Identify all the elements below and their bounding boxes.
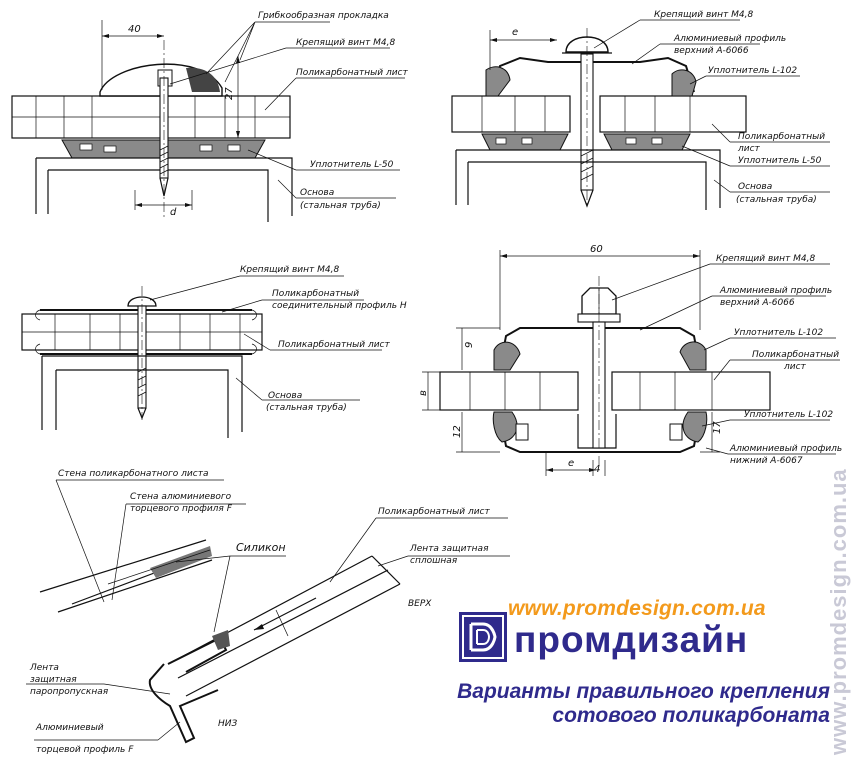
fig2-dim-e: e: [512, 27, 518, 38]
fig3-h-profile-detail: Крепящий винт М4,8 Поликарбонатный соеди…: [21, 265, 407, 438]
fig4-dim-17: 17: [712, 421, 723, 434]
fig2-label-seal-lower: Уплотнитель L-50: [738, 156, 822, 166]
fig4-label-lower-profile-code: нижний А-6067: [730, 456, 803, 466]
fig3-label-polycarbonate: Поликарбонатный: [272, 289, 359, 299]
fig4-dim-4: 4: [594, 464, 600, 475]
fig4-dim-width: 60: [590, 244, 603, 255]
fig4-label-upper-profile: Алюминиевый профиль: [719, 286, 832, 296]
fig4-label-seal-lower: Уплотнитель L-102: [744, 410, 833, 420]
fig5-label-bottom: НИЗ: [218, 719, 238, 729]
side-watermark-url: www.promdesign.com.ua: [826, 468, 851, 755]
fig5-label-solid-tape-2: сплошная: [410, 556, 458, 566]
fig1-label-screw: Крепящий винт М4,8: [296, 38, 395, 48]
fig1-dim-diameter: d: [170, 207, 177, 218]
fig2-label-seal-upper: Уплотнитель L-102: [708, 66, 797, 76]
fig4-label-polycarbonate-sheet: лист: [783, 362, 807, 372]
fig1-label-base: Основа: [300, 188, 334, 198]
fig4-label-upper-profile-code: верхний А-6066: [720, 298, 795, 308]
fig5-label-tape-2: защитная: [30, 675, 77, 685]
fig2-aluminium-profile-detail: e Крепящий винт М4,8 Алюминиевый профиль…: [451, 10, 830, 210]
drawing-caption: Варианты правильного крепления сотового …: [330, 680, 830, 728]
fig4-label-polycarbonate: Поликарбонатный: [752, 350, 839, 360]
fig2-label-base-note: (стальная труба): [736, 195, 817, 205]
fig2-label-alu-profile-code: верхний А-6066: [674, 46, 749, 56]
caption-line-2: сотового поликарбоната: [552, 704, 830, 727]
fig5-label-tape: Лента: [29, 663, 59, 673]
fig3-label-base-note: (стальная труба): [266, 403, 347, 413]
fig1-label-base-note: (стальная труба): [300, 201, 381, 211]
fig2-label-alu-profile: Алюминиевый профиль: [673, 34, 786, 44]
fig4-label-screw: Крепящий винт М4,8: [716, 254, 815, 264]
fig4-dim-b: в: [418, 390, 429, 396]
fig4-dim-12: 12: [452, 425, 463, 438]
fig4-dim-e: e: [568, 458, 574, 469]
fig5-label-sheet-wall: Стена поликарбонатного листа: [58, 469, 208, 479]
fig4-dim-9: 9: [464, 342, 475, 348]
fig3-label-screw: Крепящий винт М4,8: [240, 265, 339, 275]
fig1-mushroom-gasket-detail: 40 d 27 Грибкообразная прокладка Крепящи…: [11, 11, 408, 222]
brand-name: промдизайн: [514, 619, 749, 660]
fig2-label-screw: Крепящий винт М4,8: [654, 10, 753, 20]
fig5-label-polycarbonate: Поликарбонатный лист: [378, 507, 490, 517]
fig5-end-profile-detail: Стена поликарбонатного листа Стена алюми…: [26, 469, 510, 755]
fig4-label-lower-profile: Алюминиевый профиль: [729, 444, 842, 454]
fig5-label-solid-tape: Лента защитная: [409, 544, 489, 554]
caption-line-1: Варианты правильного крепления: [457, 680, 830, 703]
fig5-label-profile-wall-code: торцевого профиля F: [130, 504, 233, 514]
promdesign-logo-icon: [459, 612, 507, 662]
fig5-label-silicone: Силикон: [236, 541, 286, 554]
fig1-label-polycarbonate-sheet: Поликарбонатный лист: [296, 68, 408, 78]
fig2-label-base: Основа: [738, 182, 772, 192]
fig4-double-profile-detail: 60 9 в 12 17 e 4 Крепящий винт М4,8 Алюм…: [418, 244, 842, 476]
brand-website-url: www.promdesign.com.ua: [508, 597, 766, 620]
fig1-dim-width: 40: [128, 24, 141, 35]
fig5-label-end-profile: Алюминиевый: [35, 723, 104, 733]
fig1-label-seal: Уплотнитель L-50: [310, 160, 394, 170]
fig2-label-polycarbonate-sheet: лист: [737, 144, 761, 154]
fig3-label-h-profile: соединительный профиль Н: [272, 301, 407, 311]
fig3-label-sheet: Поликарбонатный лист: [278, 340, 390, 350]
fig2-label-polycarbonate: Поликарбонатный: [738, 132, 825, 142]
fig1-label-mushroom-gasket: Грибкообразная прокладка: [258, 11, 389, 21]
fig3-label-base: Основа: [268, 391, 302, 401]
fig1-dim-height: 27: [224, 87, 235, 100]
fig5-label-end-profile-2: торцевой профиль F: [36, 745, 134, 755]
fig5-label-top: ВЕРХ: [408, 599, 432, 609]
fig4-label-seal-upper: Уплотнитель L-102: [734, 328, 823, 338]
fig5-label-profile-wall: Стена алюминиевого: [130, 492, 232, 502]
fig5-label-tape-3: паропропускная: [30, 687, 109, 697]
